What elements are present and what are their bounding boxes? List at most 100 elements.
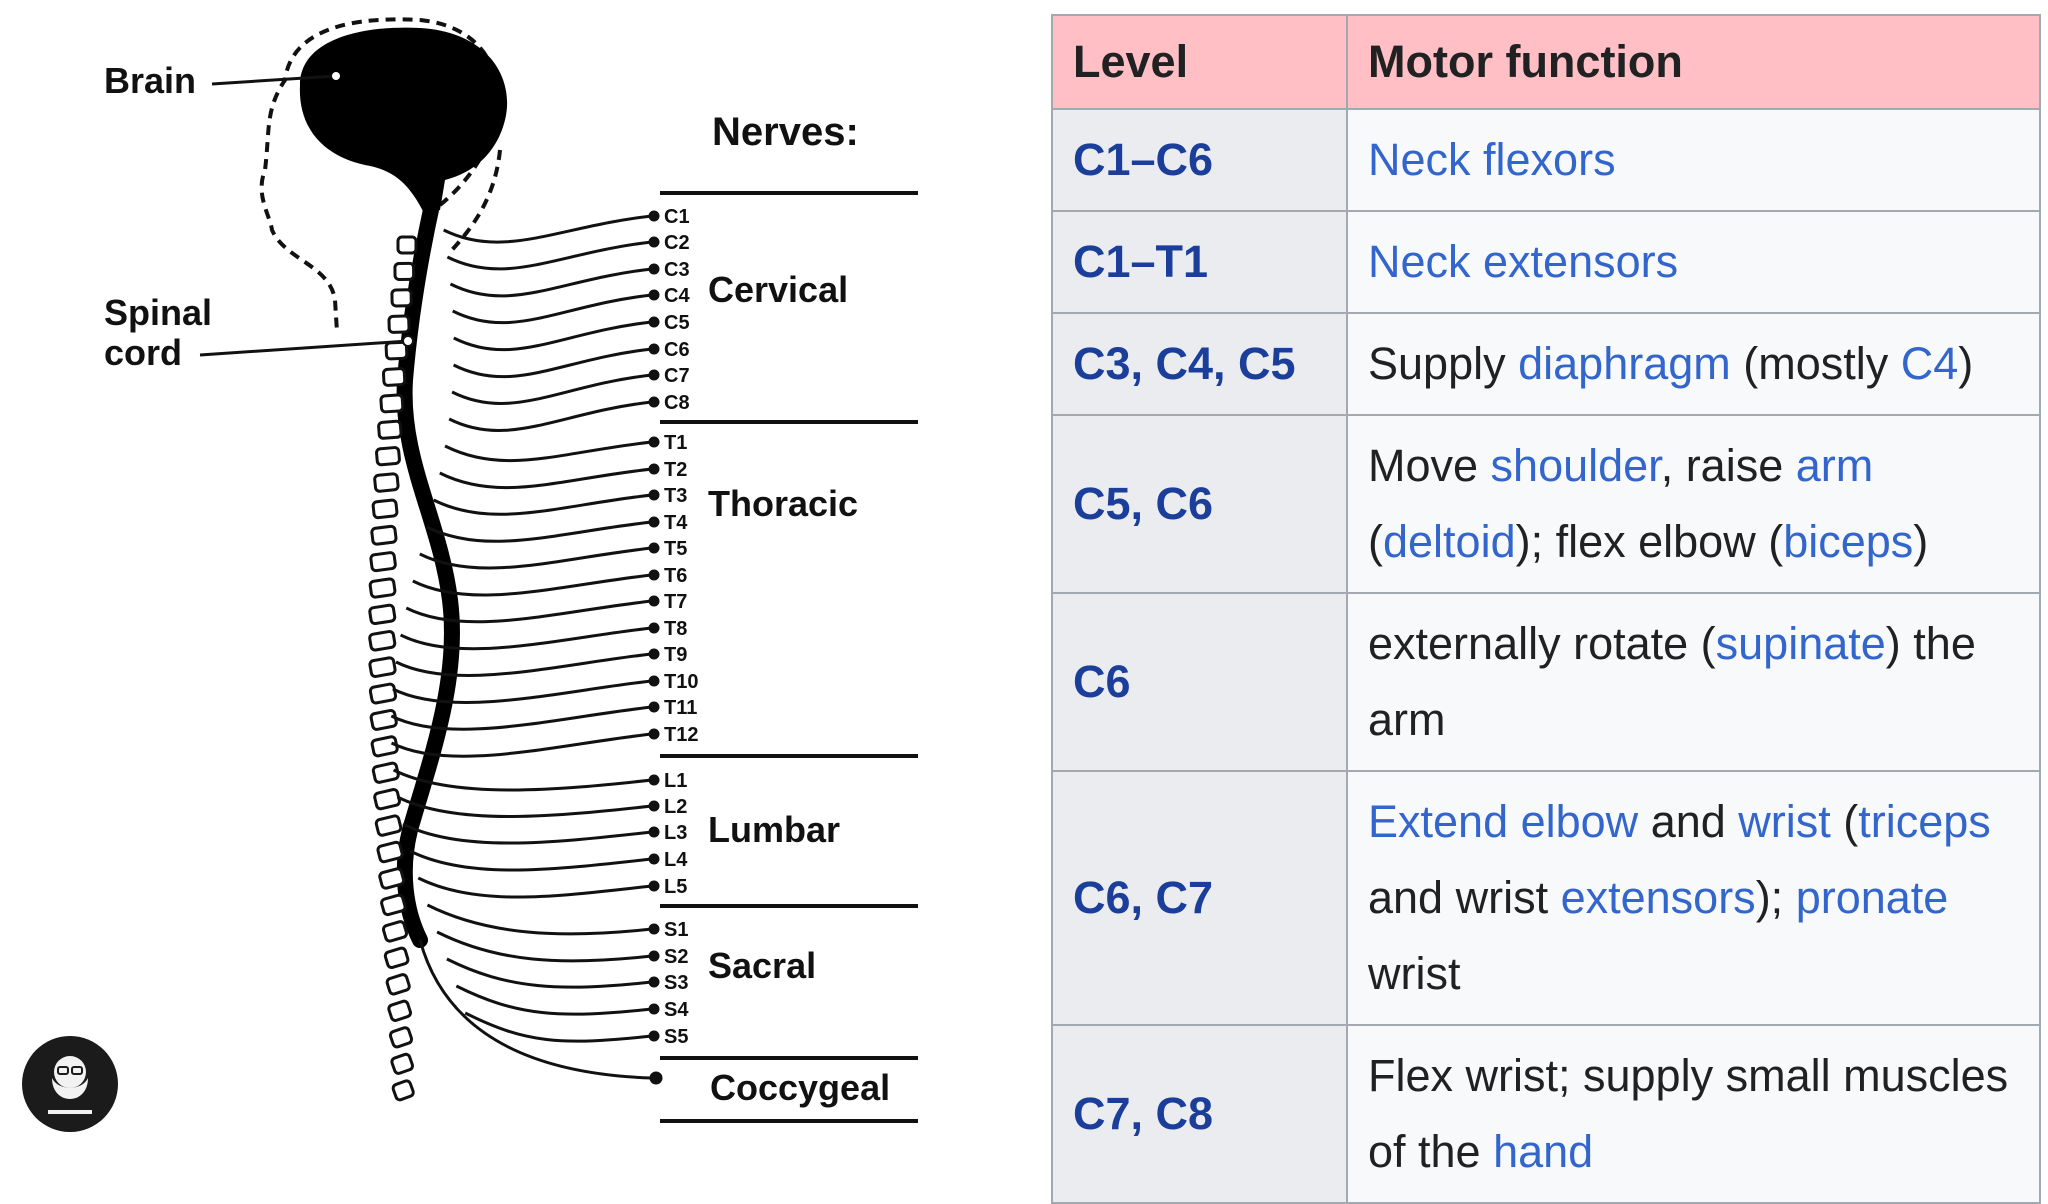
nerve-label: C1: [664, 206, 690, 228]
vertebra: [388, 1026, 414, 1049]
nerve-label: T1: [664, 432, 687, 454]
function-link[interactable]: shoulder: [1490, 440, 1661, 491]
nerve-label: T2: [664, 459, 687, 481]
nerve-label: C4: [664, 285, 690, 307]
function-link[interactable]: supinate: [1715, 618, 1886, 669]
nerve-label: L5: [664, 876, 687, 898]
function-text: wrist: [1368, 948, 1461, 999]
nerve-endpoint: [648, 542, 660, 554]
function-link[interactable]: arm: [1795, 440, 1874, 491]
nerve-label: L1: [664, 770, 687, 792]
nerve-label: C6: [664, 339, 690, 361]
nerve-endpoint: [648, 316, 660, 328]
vertebra: [369, 551, 397, 573]
nerve-endpoint: [648, 595, 660, 607]
nerve-line: [455, 984, 653, 1016]
nerve-line: [402, 822, 653, 845]
region-sacral: Sacral: [708, 945, 816, 986]
brain-pointer: [211, 74, 337, 86]
vertebra: [387, 314, 411, 334]
nerve-endpoint: [648, 950, 660, 962]
nerve-endpoint: [648, 728, 660, 740]
function-link[interactable]: Neck flexors: [1368, 134, 1616, 185]
region-separators: [660, 191, 918, 1123]
nerve-line: [399, 626, 653, 651]
nerve-label: T12: [664, 724, 698, 746]
function-link[interactable]: C4: [1900, 338, 1959, 389]
function-text: (mostly: [1730, 338, 1901, 389]
function-link[interactable]: triceps: [1858, 796, 1991, 847]
motor-function-cell: Extend elbow and wrist (triceps and wris…: [1346, 770, 2041, 1026]
nerve-label: S3: [664, 972, 688, 994]
table-row: C1–T1 Neck extensors: [1051, 210, 2041, 314]
nerve-endpoint: [648, 343, 660, 355]
level-cell: C1–T1: [1051, 210, 1348, 314]
nerve-line: [396, 795, 653, 818]
nerve-label: C5: [664, 312, 690, 334]
vertebra: [373, 472, 400, 493]
nerve-endpoint: [648, 853, 660, 865]
vertebra: [376, 840, 404, 864]
header-motor-function: Motor function: [1346, 14, 2041, 110]
vertebra: [393, 261, 416, 281]
nerve-line: [390, 705, 653, 731]
nerve-label: C3: [664, 259, 690, 281]
vertebra: [383, 946, 410, 970]
function-link[interactable]: Extend elbow: [1368, 796, 1639, 847]
function-link[interactable]: diaphragm: [1518, 338, 1731, 389]
nerve-endpoint: [648, 463, 660, 475]
function-link[interactable]: Neck extensors: [1368, 236, 1679, 287]
function-text: Flex wrist; supply small muscles of the: [1368, 1050, 2009, 1177]
spinal-cord: [396, 197, 460, 948]
nerve-endpoint: [648, 622, 660, 634]
region-thoracic: Thoracic: [708, 483, 858, 524]
nerve-label: T4: [664, 512, 688, 534]
motor-function-cell: Flex wrist; supply small muscles of the …: [1346, 1024, 2041, 1204]
function-text: (: [1830, 796, 1859, 847]
vertebra: [369, 708, 398, 731]
nerve-line: [464, 1011, 653, 1043]
nerve-endpoint: [648, 923, 660, 935]
spinal-cord-pointer: [199, 339, 409, 357]
vertebra: [368, 656, 397, 678]
vertebra: [368, 577, 397, 599]
nerve-line: [446, 240, 653, 271]
nerve-line: [412, 573, 653, 597]
level-cell: C6: [1051, 592, 1348, 772]
function-link[interactable]: biceps: [1783, 516, 1914, 567]
function-link[interactable]: extensors: [1560, 872, 1756, 923]
table-header-row: Level Motor function: [1051, 14, 2041, 110]
nerve-label: T9: [664, 644, 687, 666]
nerve-endpoint: [648, 976, 660, 988]
nerve-label: T11: [664, 697, 697, 719]
motor-function-cell: Move shoulder, raise arm (deltoid); flex…: [1346, 414, 2041, 594]
function-text: );: [1755, 872, 1796, 923]
function-text: externally rotate (: [1368, 618, 1716, 669]
nerve-label: L4: [664, 849, 688, 871]
vertebra: [368, 603, 397, 626]
vertebra: [373, 788, 401, 811]
nerve-label: C2: [664, 232, 690, 254]
nerve-endpoint: [648, 675, 660, 687]
function-text: Supply: [1368, 338, 1519, 389]
function-link[interactable]: wrist: [1738, 796, 1831, 847]
nerve-lines: [390, 210, 663, 1085]
function-link[interactable]: pronate: [1795, 872, 1949, 923]
bearded-man-avatar-icon: [22, 1036, 118, 1132]
region-lumbar: Lumbar: [708, 809, 840, 850]
nerve-endpoint: [648, 396, 660, 408]
nerve-label: S2: [664, 946, 688, 968]
nerve-endpoint: [648, 369, 660, 381]
function-text: ): [1913, 516, 1929, 567]
function-link[interactable]: deltoid: [1383, 516, 1516, 567]
brain-shape: [299, 27, 508, 215]
nerve-line: [446, 957, 653, 989]
vertebra: [391, 1079, 415, 1102]
nerve-endpoint: [648, 489, 660, 501]
nerve-endpoint: [648, 826, 660, 838]
function-text: ); flex elbow (: [1515, 516, 1784, 567]
